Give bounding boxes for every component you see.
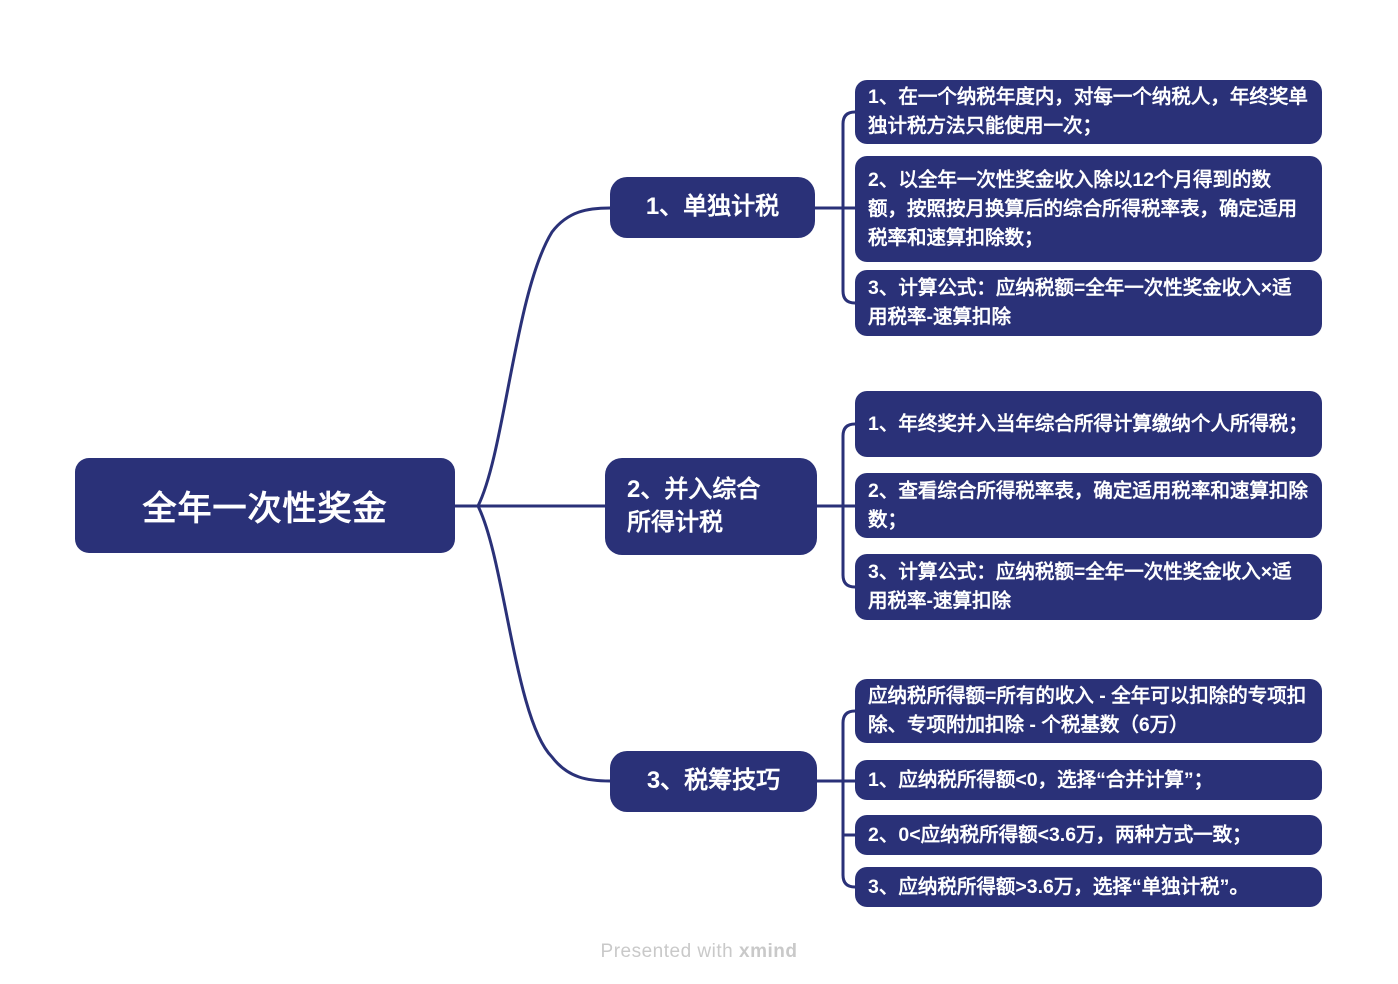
child-node-1-2[interactable]: 2、以全年一次性奖金收入除以12个月得到的数额，按照按月换算后的综合所得税率表，… [855,156,1322,262]
child-node-1-3[interactable]: 3、计算公式：应纳税额=全年一次性奖金收入×适用税率-速算扣除 [855,270,1322,336]
child-node-3-3[interactable]: 2、0<应纳税所得额<3.6万，两种方式一致； [855,815,1322,855]
connector-branch3-down [841,779,857,889]
watermark-prefix: Presented with [600,941,739,962]
branch-node-2[interactable]: 2、并入综合 所得计税 [605,458,817,555]
branch-node-1[interactable]: 1、单独计税 [610,177,815,238]
root-node-label: 全年一次性奖金 [142,490,388,528]
child-node-3-4[interactable]: 3、应纳税所得额>3.6万，选择“单独计税”。 [855,867,1322,907]
child-node-2-1[interactable]: 1、年终奖并入当年综合所得计算缴纳个人所得税； [855,391,1322,457]
child-node-3-1[interactable]: 应纳税所得额=所有的收入 - 全年可以扣除的专项扣除、专项附加扣除 - 个税基数… [855,679,1322,743]
child-node-1-1[interactable]: 1、在一个纳税年度内，对每一个纳税人，年终奖单独计税方法只能使用一次； [855,80,1322,144]
child-node-3-3-label: 2、0<应纳税所得额<3.6万，两种方式一致； [868,823,1252,846]
child-node-1-3-label: 3、计算公式：应纳税额=全年一次性奖金收入×适用税率-速算扣除 [868,277,1292,328]
connector-branch1-down [841,206,857,305]
child-node-2-2-label: 2、查看综合所得税率表，确定适用税率和速算扣除数； [868,479,1308,531]
branch-node-2-label: 2、并入综合 所得计税 [627,476,761,536]
root-node[interactable]: 全年一次性奖金 [75,458,455,553]
child-node-1-1-label: 1、在一个纳税年度内，对每一个纳税人，年终奖单独计税方法只能使用一次； [868,86,1308,137]
child-node-3-1-label: 应纳税所得额=所有的收入 - 全年可以扣除的专项扣除、专项附加扣除 - 个税基数… [868,685,1307,736]
child-node-2-1-label: 1、年终奖并入当年综合所得计算缴纳个人所得税； [868,412,1308,435]
watermark-brand: xmind [739,941,798,962]
branch-node-3-label: 3、税筹技巧 [646,767,781,795]
child-node-3-2[interactable]: 1、应纳税所得额<0，选择“合并计算”； [855,760,1322,800]
connector-branch2-up [841,422,857,508]
connector-branch2-down [841,504,857,589]
watermark: Presented with xmind [0,941,1398,963]
connector-branch1-up [841,110,857,210]
child-node-3-2-label: 1、应纳税所得额<0，选择“合并计算”； [868,768,1214,791]
connector-branch3-up [841,709,857,783]
child-node-2-2[interactable]: 2、查看综合所得税率表，确定适用税率和速算扣除数； [855,473,1322,538]
branch-node-1-label: 1、单独计税 [645,193,780,221]
connector-root-to-branch1 [476,206,612,508]
child-node-2-3[interactable]: 3、计算公式：应纳税额=全年一次性奖金收入×适用税率-速算扣除 [855,554,1322,620]
child-node-1-2-label: 2、以全年一次性奖金收入除以12个月得到的数额，按照按月换算后的综合所得税率表，… [868,168,1298,249]
child-node-2-3-label: 3、计算公式：应纳税额=全年一次性奖金收入×适用税率-速算扣除 [868,561,1292,612]
connector-root-to-branch3 [476,504,612,783]
child-node-3-4-label: 3、应纳税所得额>3.6万，选择“单独计税”。 [868,875,1249,898]
branch-node-3[interactable]: 3、税筹技巧 [610,751,817,812]
